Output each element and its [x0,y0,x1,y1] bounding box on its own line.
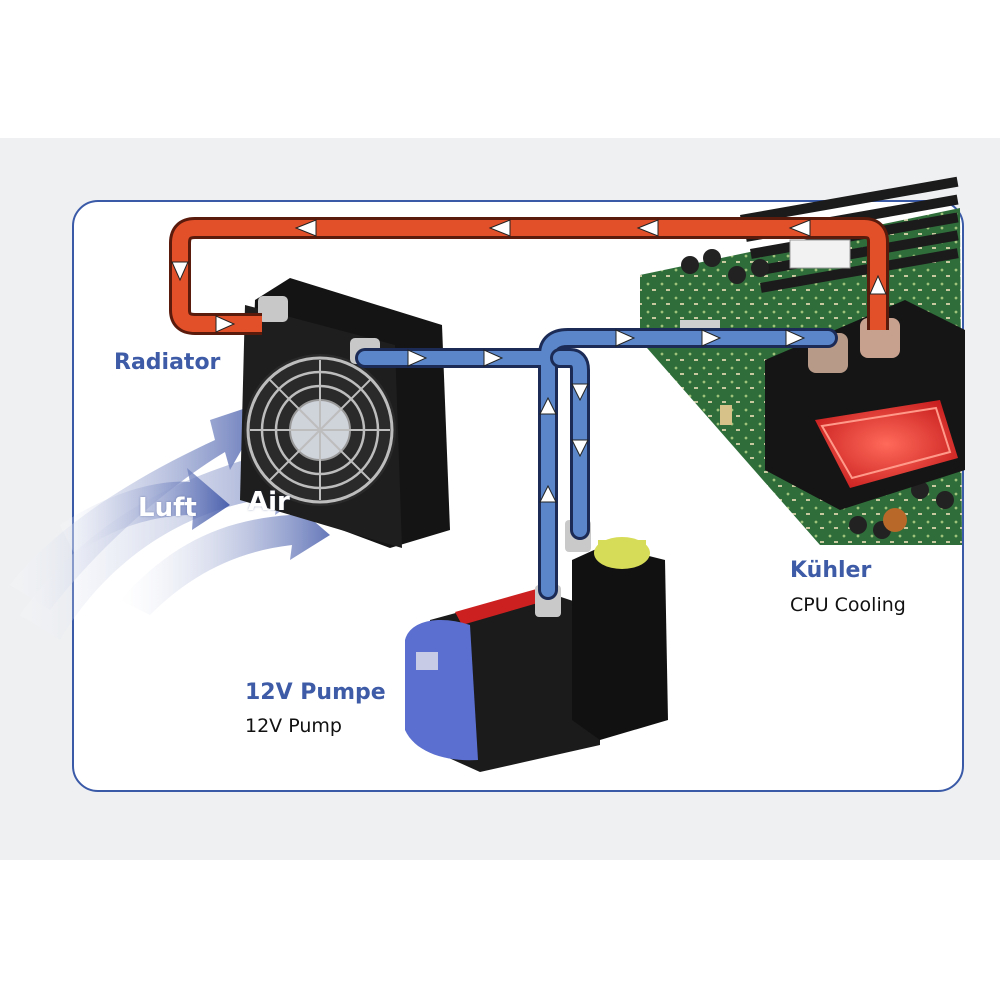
air-label-de: Luft [138,493,197,523]
pump [405,520,668,772]
flow-arrow-icon [215,315,236,333]
air-flow-arrow-icon [60,468,230,555]
cooler-label-en: CPU Cooling [790,594,906,616]
pump-label-de: 12V Pumpe [245,680,386,705]
flow-arrow-icon [539,484,557,503]
flow-arrow-icon [294,219,317,237]
flow-arrow-icon [171,261,189,282]
cpu-cooler-block [765,300,965,510]
flow-arrow-icon [636,219,659,237]
flow-arrow-icon [615,329,636,347]
flow-arrow-icon [701,329,722,347]
flow-arrow-icon [788,219,811,237]
flow-arrow-icon [785,329,806,347]
air-flow-arrow-icon [120,498,330,615]
inductor-coil [883,508,907,532]
flow-arrow-icon [539,396,557,415]
radiator-inlet-fitting [258,296,288,322]
cooler-label-de: Kühler [790,558,872,583]
fan-icon [244,354,396,506]
flow-arrow-icon [869,274,887,295]
flow-arrows [171,219,887,503]
flow-arrow-icon [483,349,504,367]
radiator-label: Radiator [114,350,221,375]
flow-arrow-icon [407,349,428,367]
pump-end-cap [405,620,478,761]
pump-label-en: 12V Pump [245,715,342,737]
air-label-en: Air [248,487,290,517]
hot-tube [169,217,889,335]
cold-tube [355,328,838,600]
flow-arrow-icon [571,383,589,402]
radiator [240,278,450,548]
flow-arrow-icon [571,439,589,458]
flow-arrow-icon [488,219,511,237]
